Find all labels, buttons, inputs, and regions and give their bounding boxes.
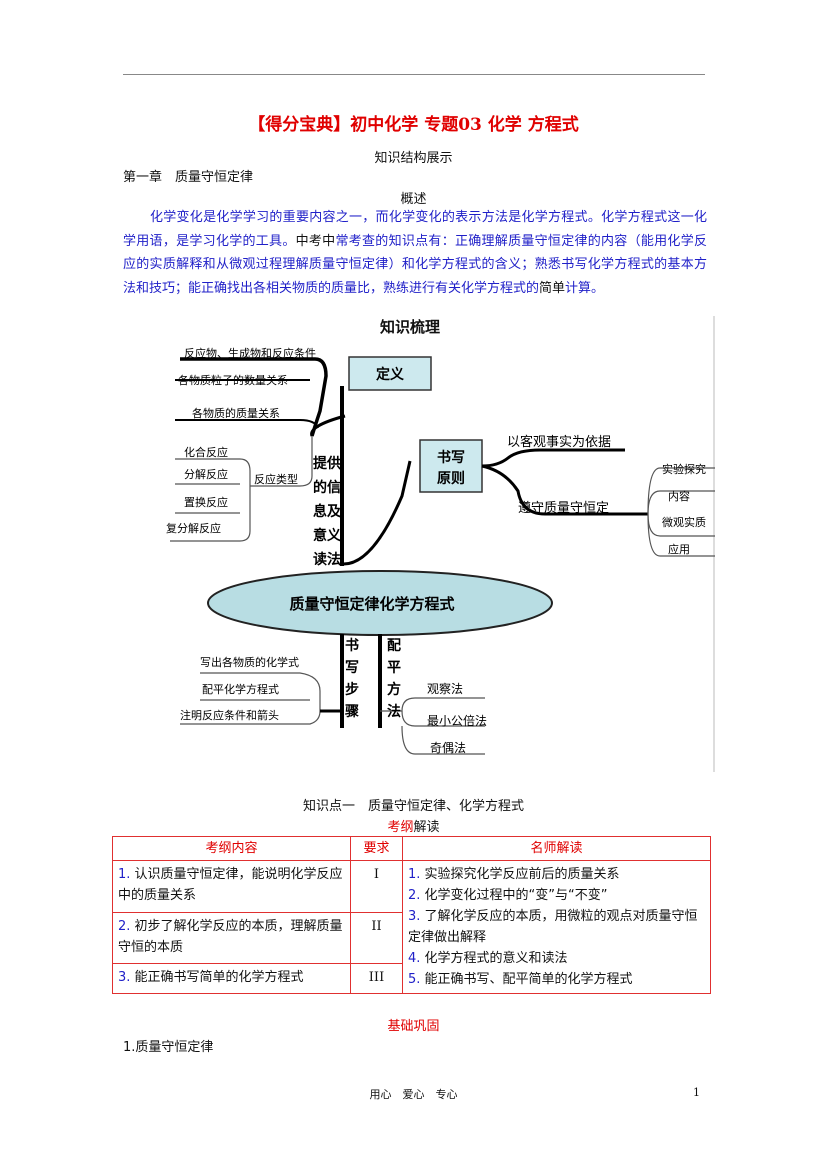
overview-part3: 常考查的知识点有：正确理解质量守恒定律的内容（能用化学反应的实质解释和从微观过程… [123, 233, 707, 296]
table-cell-content: 2. 初步了解化学反应的本质，理解质量守恒的本质 [112, 911, 351, 965]
overview-part5: 计算。 [565, 280, 605, 296]
chapter-heading: 第一章 质量守恒定律 [123, 170, 254, 185]
balancing-1: 观察法 [427, 682, 463, 696]
balancing-2: 最小公倍法 [427, 713, 487, 728]
balancing-3: 奇偶法 [430, 741, 466, 755]
table-header: 考纲内容 [112, 836, 351, 861]
table-row: 3. 能正确书写简单的化学方程式 III [112, 963, 711, 994]
syllabus-table: 考纲内容 要求 名师解读 1. 认识质量守恒定律，能说明化学反应中的质量关系 I… [112, 836, 711, 994]
center-label: 质量守恒定律化学方程式 [289, 595, 454, 613]
writing-step-1: 写出各物质的化学式 [200, 655, 299, 669]
principle-2: 遵守质量守恒定 [518, 500, 609, 516]
table-row: 2. 初步了解化学反应的本质，理解质量守恒的本质 II [112, 911, 711, 965]
page-footer: 用心 爱心 专心 [369, 1088, 458, 1101]
writing-step-2: 配平化学方程式 [202, 682, 279, 696]
table-cell-interpretation: 1. 实验探究化学反应前后的质量关系 2. 化学变化过程中的“变”与“不变” 3… [402, 860, 711, 994]
principle-1: 以客观事实为依据 [507, 434, 611, 450]
subtitle: 知识结构展示 [374, 151, 453, 166]
table-cell-requirement: I [350, 860, 403, 913]
reaction-type-2: 分解反应 [184, 467, 228, 481]
principle-2-item-2: 内容 [668, 489, 690, 503]
info-item-1: 反应物、生成物和反应条件 [184, 346, 316, 360]
svg-text:配平方法: 配平方法 [387, 638, 401, 720]
overview-part4: 简单 [539, 280, 566, 296]
reaction-type-3: 置换反应 [184, 495, 228, 509]
table-cell-content: 1. 认识质量守恒定律，能说明化学反应中的质量关系 [112, 860, 351, 913]
overview-paragraph: 化学变化是化学学习的重要内容之一，而化学变化的表示方法是化学方程式。化学方程式这… [123, 206, 707, 300]
overview-heading: 概述 [400, 192, 427, 207]
basics-heading: 基础巩固 [387, 1019, 440, 1034]
info-item-2: 各物质粒子的数量关系 [178, 373, 288, 387]
page-number: 1 [693, 1086, 700, 1099]
svg-text:书写步骤: 书写步骤 [345, 637, 359, 720]
balancing-label: 配平方法 [387, 638, 401, 720]
writing-step-3: 注明反应条件和箭头 [180, 708, 279, 722]
table-header: 要求 [350, 836, 403, 861]
interpretation-item: 3. 了解化学反应的本质，用微粒的观点对质量守恒定律做出解释 [408, 909, 698, 945]
header-rule [123, 74, 705, 75]
interpretation-item: 5. 能正确书写、配平简单的化学方程式 [408, 972, 633, 987]
definition-label: 定义 [376, 366, 404, 383]
page-title: 【得分宝典】初中化学 专题03 化学 方程式 [248, 115, 579, 135]
interpretation-item: 4. 化学方程式的意义和读法 [408, 951, 568, 966]
reaction-type-1: 化合反应 [184, 445, 228, 459]
overview-part1: 化学变化是化学学习的重要内容之一，而化学变化的表示方法是化学方程式。化学方程式这… [123, 210, 707, 249]
syllabus-heading: 考纲解读 [0, 816, 827, 835]
diagram-heading: 知识梳理 [380, 318, 440, 336]
definition-box [348, 356, 432, 391]
knowledge-map-diagram: 知识梳理 定义 反应物、生成物和反应条件 各物质粒子的数量关系 各物质的质量关系… [166, 316, 715, 772]
table-header: 名师解读 [402, 836, 711, 861]
interpretation-item: 1. 实验探究化学反应前后的质量关系 [408, 867, 620, 882]
overview-part2: 中考中 [295, 233, 336, 249]
item-1-heading: 1.质量守恒定律 [123, 1040, 214, 1055]
info-item-3: 各物质的质量关系 [192, 406, 280, 420]
principle-2-item-1: 实验探究 [662, 462, 706, 476]
table-cell-requirement: II [350, 911, 403, 965]
reaction-types-label: 反应类型 [254, 472, 298, 486]
svg-text:提供的信息及意义读法: 提供的信息及意义读法 [313, 455, 342, 568]
writing-principle-line2: 原则 [437, 470, 465, 487]
writing-principle-line1: 书写 [437, 449, 465, 466]
writing-steps-label: 书写步骤 [345, 637, 359, 720]
knowledge-point-heading: 知识点一 质量守恒定律、化学方程式 [302, 799, 524, 814]
table-cell-requirement: III [350, 963, 403, 994]
table-row: 1. 认识质量守恒定律，能说明化学反应中的质量关系 I 1. 实验探究化学反应前… [112, 860, 711, 994]
syllabus-heading-red: 考纲 [387, 820, 414, 835]
interpretation-item: 2. 化学变化过程中的“变”与“不变” [408, 888, 608, 903]
info-branch-label: 提供的信息及意义读法 [313, 455, 342, 568]
reaction-type-4: 复分解反应 [166, 521, 221, 535]
table-cell-content: 3. 能正确书写简单的化学方程式 [112, 963, 351, 994]
syllabus-heading-black: 解读 [413, 820, 440, 835]
table-header-row: 考纲内容 要求 名师解读 [112, 836, 711, 861]
principle-2-item-4: 应用 [668, 542, 690, 556]
principle-2-item-3: 微观实质 [662, 515, 706, 529]
